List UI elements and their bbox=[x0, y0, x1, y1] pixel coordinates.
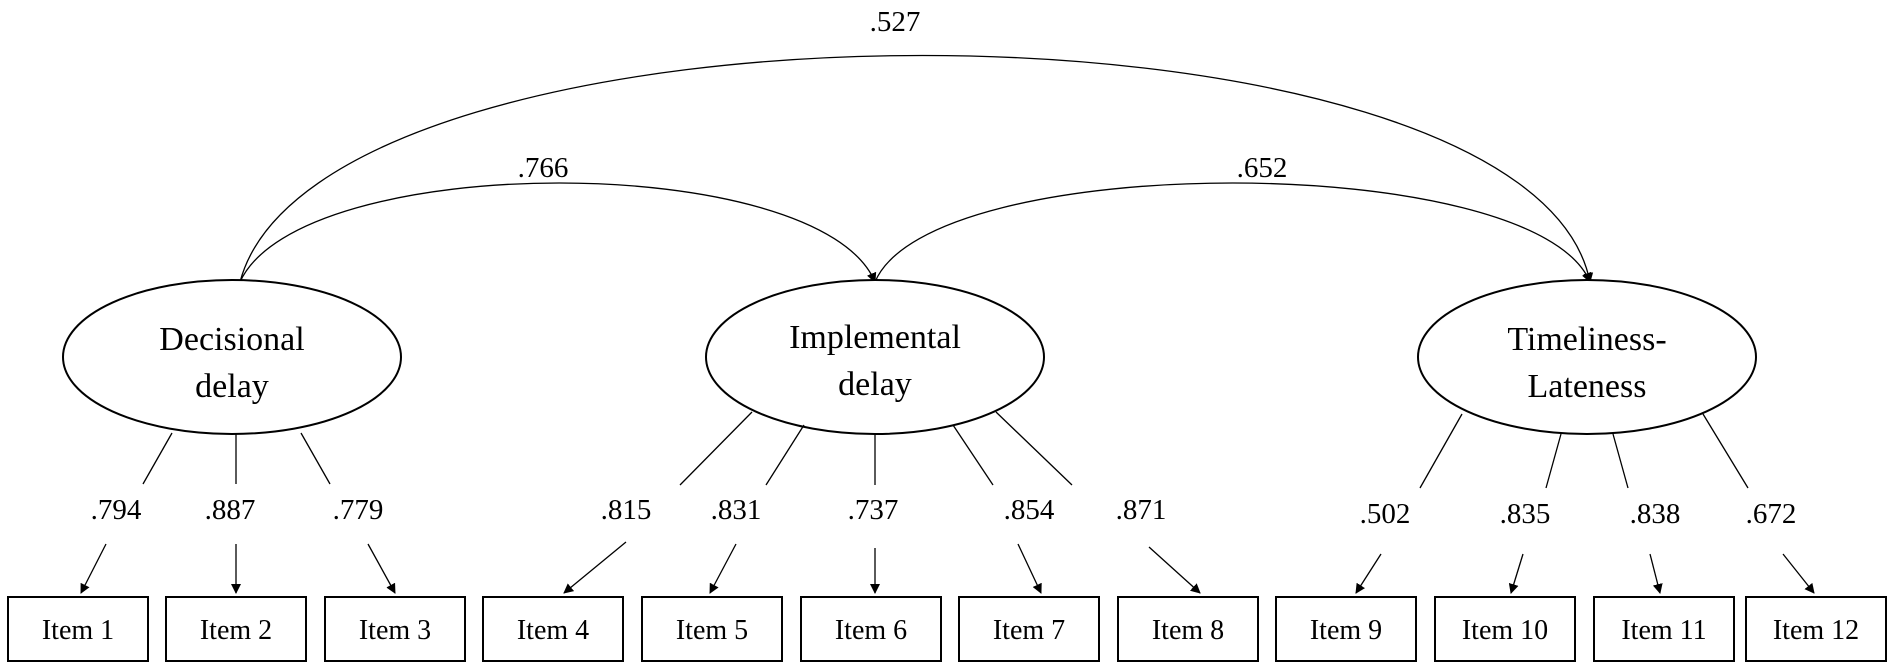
item-label-3: Item 3 bbox=[359, 615, 431, 646]
loading-label-item-10: .835 bbox=[1500, 498, 1551, 530]
loading-paths: .794 .887 .779 .815 .831 .737 .854 .871 .502 .835… bbox=[80, 411, 1815, 594]
loading-arrow-item-12 bbox=[1782, 553, 1815, 594]
item-label-1: Item 1 bbox=[42, 615, 114, 646]
loading-path-upper-item-8 bbox=[995, 411, 1073, 486]
item-label-5: Item 5 bbox=[676, 615, 748, 646]
item-label-11: Item 11 bbox=[1621, 615, 1706, 646]
factor-timeliness: Timeliness- Lateness bbox=[1417, 279, 1757, 435]
loading-path-upper-item-12 bbox=[1702, 413, 1749, 489]
item-box-7 bbox=[958, 596, 1100, 662]
item-box-11 bbox=[1593, 596, 1735, 662]
item-label-10: Item 10 bbox=[1462, 615, 1548, 646]
loading-label-item-6: .737 bbox=[848, 494, 899, 526]
item-box-1 bbox=[7, 596, 149, 662]
item-box-10 bbox=[1434, 596, 1576, 662]
item-box-4 bbox=[482, 596, 624, 662]
correlation-arc-decisional-implemental bbox=[231, 182, 877, 293]
item-label-6: Item 6 bbox=[835, 615, 907, 646]
loading-path-upper-item-9 bbox=[1419, 413, 1463, 489]
item-label-2: Item 2 bbox=[200, 615, 272, 646]
loading-label-item-5: .831 bbox=[711, 494, 762, 526]
item-box-6 bbox=[800, 596, 942, 662]
loading-label-item-12: .672 bbox=[1746, 498, 1797, 530]
item-box-3 bbox=[324, 596, 466, 662]
loading-arrow-item-10 bbox=[1508, 553, 1524, 594]
factor-implemental: Implemental delay bbox=[705, 279, 1045, 435]
loading-arrow-item-4 bbox=[563, 541, 627, 594]
factor-decisional: Decisional delay bbox=[62, 279, 402, 435]
loading-arrow-item-3 bbox=[367, 543, 396, 594]
factor-ellipse bbox=[62, 279, 402, 435]
factor-label-line-2: Lateness bbox=[1528, 368, 1647, 405]
factor-label-line-1: Implemental bbox=[789, 319, 961, 356]
correlation-arc-implemental-timeliness bbox=[866, 182, 1592, 293]
factor-ellipse bbox=[1417, 279, 1757, 435]
loading-arrow-item-7 bbox=[1017, 543, 1042, 594]
loading-path-upper-item-5 bbox=[765, 424, 805, 486]
loading-label-item-1: .794 bbox=[91, 494, 142, 526]
loading-path-upper-item-3 bbox=[300, 432, 331, 485]
loading-label-item-9: .502 bbox=[1360, 498, 1411, 530]
loading-arrow-item-9 bbox=[1355, 553, 1382, 594]
correlation-label-implemental-timeliness: .652 bbox=[1237, 152, 1288, 184]
item-label-4: Item 4 bbox=[517, 615, 589, 646]
loading-path-upper-item-4 bbox=[679, 411, 753, 486]
loading-label-item-4: .815 bbox=[601, 494, 652, 526]
factor-label-line-2: delay bbox=[838, 366, 912, 403]
loading-label-item-7: .854 bbox=[1004, 494, 1055, 526]
factor-label-line-1: Timeliness- bbox=[1507, 321, 1666, 358]
item-label-12: Item 12 bbox=[1773, 615, 1859, 646]
loading-arrow-item-8 bbox=[1148, 546, 1201, 594]
loading-path-upper-item-7 bbox=[952, 424, 994, 486]
factor-label-line-2: delay bbox=[195, 368, 269, 405]
factor-label-line-1: Decisional bbox=[159, 321, 304, 358]
loading-label-item-11: .838 bbox=[1630, 498, 1681, 530]
correlation-arc-decisional-timeliness bbox=[232, 54, 1594, 292]
loading-arrow-item-1 bbox=[80, 543, 107, 594]
loading-arrow-item-11 bbox=[1649, 553, 1663, 594]
loading-arrow-item-5 bbox=[709, 543, 737, 594]
item-boxes: Item 1 Item 2 Item 3 Item 4 Item 5 Item 6 Item… bbox=[7, 596, 1887, 662]
item-label-9: Item 9 bbox=[1310, 615, 1382, 646]
loading-label-item-3: .779 bbox=[333, 494, 384, 526]
item-box-2 bbox=[165, 596, 307, 662]
loading-path-upper-item-1 bbox=[142, 432, 173, 485]
loading-path-upper-item-10 bbox=[1545, 433, 1562, 489]
item-box-8 bbox=[1117, 596, 1259, 662]
factor-ellipse bbox=[705, 279, 1045, 435]
item-box-12 bbox=[1745, 596, 1887, 662]
correlation-label-decisional-implemental: .766 bbox=[518, 152, 569, 184]
correlation-label-decisional-timeliness: .527 bbox=[870, 6, 921, 38]
item-label-8: Item 8 bbox=[1152, 615, 1224, 646]
loading-label-item-8: .871 bbox=[1116, 494, 1167, 526]
item-label-7: Item 7 bbox=[993, 615, 1065, 646]
correlation-arcs bbox=[231, 54, 1594, 293]
loading-label-item-2: .887 bbox=[205, 494, 256, 526]
item-box-5 bbox=[641, 596, 783, 662]
item-box-9 bbox=[1275, 596, 1417, 662]
loading-path-upper-item-11 bbox=[1612, 433, 1629, 489]
